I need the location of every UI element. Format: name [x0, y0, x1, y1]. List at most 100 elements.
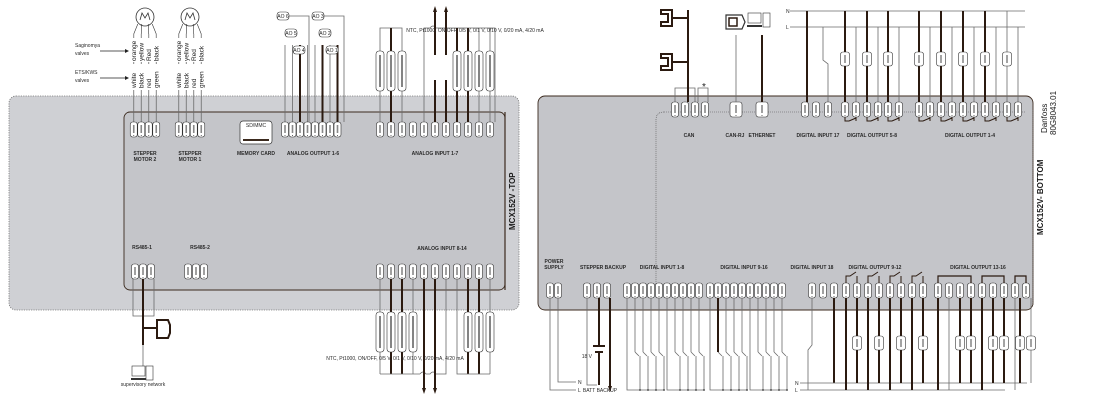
terminal-marking — [423, 267, 425, 275]
power-wire-l — [549, 298, 576, 391]
terminal-screw — [765, 296, 767, 297]
saginomiya-label-2: valves — [75, 51, 90, 57]
junction — [738, 389, 740, 391]
label-bg — [190, 38, 197, 62]
motor-lead — [178, 23, 184, 35]
terminal-screw — [390, 135, 392, 136]
label-bg — [443, 55, 449, 80]
terminal-marking — [390, 267, 392, 275]
label-bg — [138, 38, 145, 62]
label-di916: DIGITAL INPUT 9-16 — [720, 265, 768, 271]
label-ain1: ANALOG INPUT 1-7 — [412, 151, 459, 157]
ets-label: ETS/KWS — [75, 70, 98, 76]
relay-switch — [984, 117, 997, 122]
label-stepper-backup: STEPPER BACKUP — [580, 265, 627, 271]
motor-m-glyph — [139, 12, 151, 21]
terminal-screw — [911, 296, 913, 297]
terminal-screw — [650, 296, 652, 297]
terminal-marking — [690, 286, 692, 294]
terminal-marking — [725, 286, 727, 294]
junction — [746, 389, 748, 391]
label-can: CAN — [684, 133, 695, 139]
terminal-marking — [773, 286, 775, 294]
terminal-screw — [962, 115, 964, 116]
ao-label-box — [292, 45, 306, 55]
terminal-marking — [878, 286, 880, 294]
label-aout: ANALOG OUTPUT 1-6 — [287, 151, 339, 157]
terminal-marking — [855, 105, 857, 113]
terminal-marking — [467, 125, 469, 133]
terminal-marking — [948, 286, 950, 294]
load-text — [962, 55, 964, 63]
terminal-marking — [973, 105, 975, 113]
terminal-screw — [698, 296, 700, 297]
terminal-marking — [666, 286, 668, 294]
wire-color-ets: red — [191, 78, 198, 88]
label-bg — [190, 64, 197, 90]
terminal-marking — [412, 125, 414, 133]
label-bg — [175, 64, 182, 90]
terminal-screw — [757, 296, 759, 297]
terminal-screw — [844, 115, 846, 116]
wire-color-ets: white — [131, 72, 138, 89]
can-wire — [674, 87, 696, 102]
terminal-marking — [951, 105, 953, 113]
terminal-screw — [877, 115, 879, 116]
terminal-screw — [142, 277, 144, 278]
memory-card-slot[interactable]: SD/MMC — [239, 120, 273, 145]
di-switch — [634, 351, 641, 390]
relay-switch — [866, 117, 879, 122]
terminal-marking — [132, 125, 135, 133]
terminal-marking — [929, 105, 931, 113]
terminal-marking — [203, 267, 205, 275]
terminal-screw — [666, 296, 668, 297]
terminal-screw — [200, 135, 202, 136]
ai2-common — [456, 279, 490, 375]
bottom-board-outer — [537, 95, 1034, 311]
pc-monitor-icon — [747, 12, 762, 24]
di-switch — [765, 351, 772, 390]
label-bg — [198, 64, 205, 90]
terminal-screw — [314, 135, 316, 136]
motor-lead — [196, 23, 202, 35]
relay-switch — [867, 271, 880, 283]
batt-voltage: 18 V — [582, 354, 593, 360]
relay-switch — [911, 271, 924, 283]
junction — [695, 389, 697, 391]
terminal-screw — [1025, 296, 1027, 297]
label-rs2: RS485-2 — [190, 245, 210, 251]
terminal-screw — [822, 296, 824, 297]
terminal-marking — [329, 125, 331, 133]
terminal-marking — [995, 105, 997, 113]
junction — [770, 389, 772, 391]
sensor-text — [478, 316, 480, 348]
terminal-screw — [456, 135, 458, 136]
terminal-marking — [185, 125, 188, 133]
sensor-text — [456, 55, 458, 87]
stepper-motor-1-icon — [180, 7, 200, 27]
l-label: L — [786, 25, 789, 31]
ai-common — [423, 27, 430, 122]
supervisory-label: supervisory network — [121, 382, 166, 388]
n-label: N — [795, 381, 799, 387]
batt-wire — [586, 298, 597, 386]
terminal-marking — [478, 125, 480, 133]
di-common — [749, 352, 787, 391]
terminal-marking — [918, 105, 920, 113]
di-common — [666, 352, 704, 391]
terminal-screw — [626, 296, 628, 297]
wire-color-ets: green — [153, 71, 160, 88]
terminal-screw — [855, 115, 857, 116]
terminal-marking — [155, 125, 158, 133]
motor-lead — [185, 23, 188, 35]
arrow-up — [433, 6, 437, 12]
terminal-marking — [717, 286, 719, 294]
ao-common-wire — [324, 15, 345, 122]
top-board-inner — [123, 111, 506, 291]
terminal-screw — [299, 135, 301, 136]
di-switch — [741, 351, 748, 390]
label-bg — [145, 38, 152, 62]
motor-lead — [147, 23, 150, 35]
terminal-marking — [658, 286, 660, 294]
terminal-screw — [434, 277, 436, 278]
